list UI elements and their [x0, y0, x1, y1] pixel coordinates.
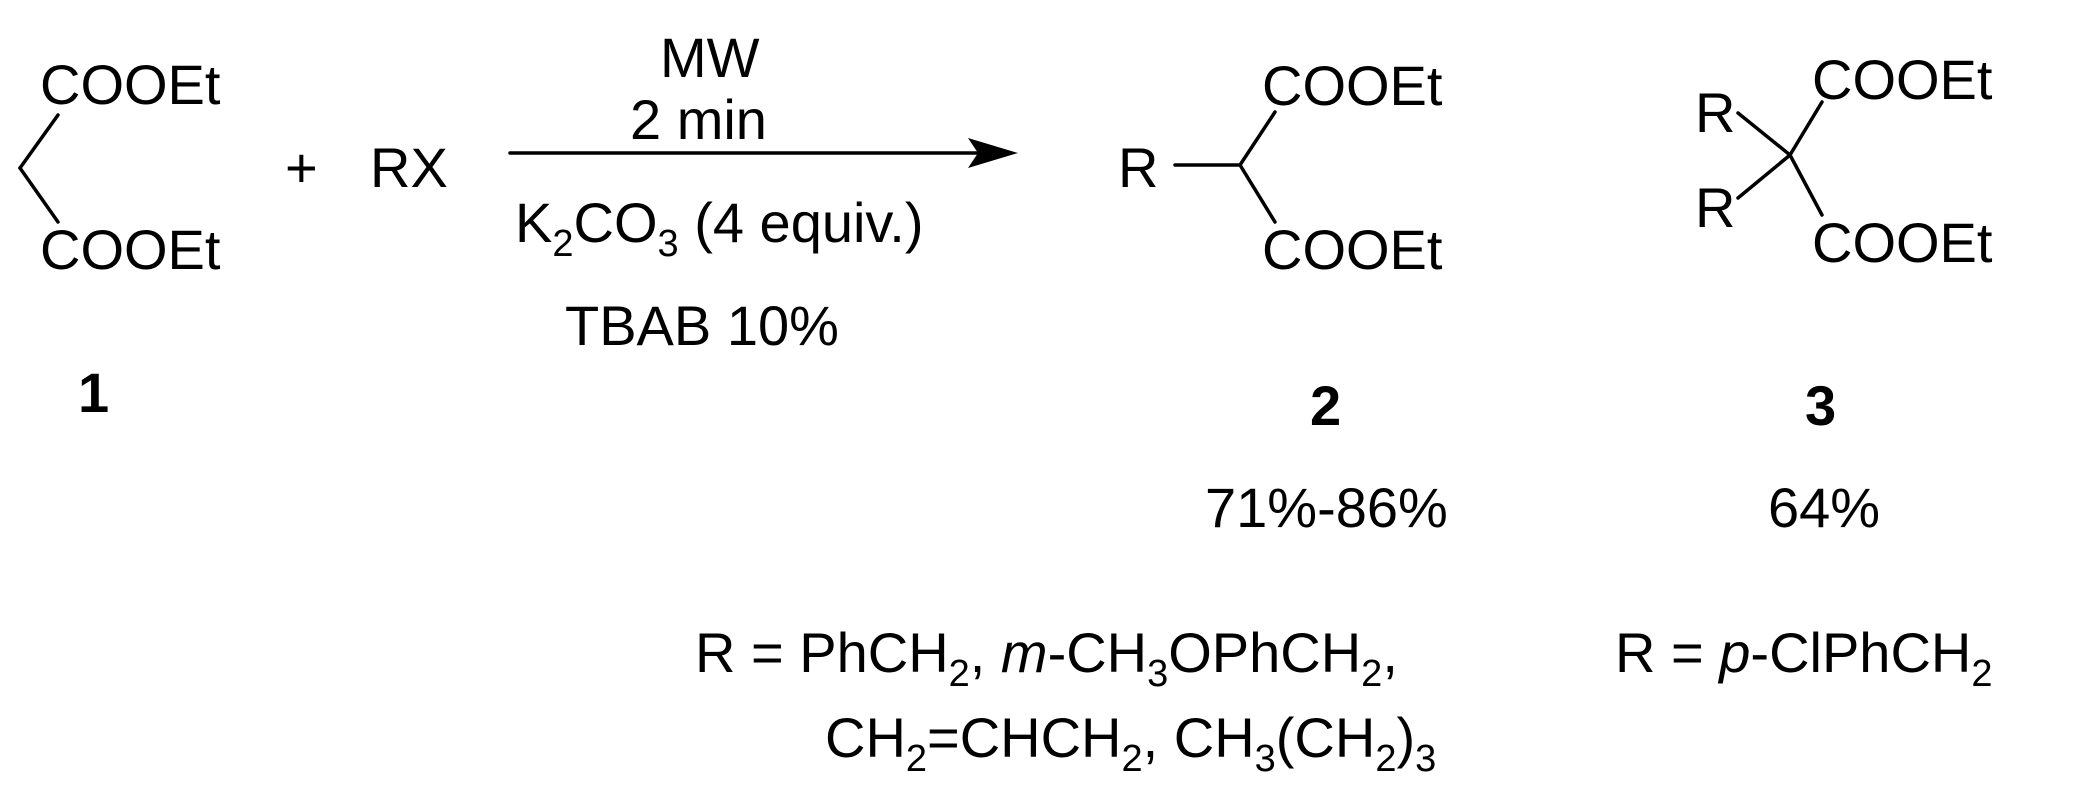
compound-3-top-ester: COOEt	[1812, 48, 1993, 111]
compound-2-r-definition-line-2: CH2=CHCH2, CH3(CH2)3	[825, 706, 1437, 780]
plus-sign: +	[285, 136, 318, 199]
bond-3-r-top	[1736, 111, 1792, 157]
condition-mw: MW	[660, 26, 760, 89]
reagent-rx: RX	[370, 136, 448, 199]
bond-3-lower	[1788, 153, 1824, 217]
compound-2-top-ester: COOEt	[1262, 54, 1443, 117]
bond-2-lower	[1238, 163, 1277, 224]
compound-2-bottom-ester: COOEt	[1262, 218, 1443, 281]
condition-base: K2CO3 (4 equiv.)	[515, 191, 924, 265]
bond-1-upper	[18, 113, 60, 170]
compound-3-yield: 64%	[1768, 476, 1881, 539]
bond-2-upper	[1238, 110, 1277, 167]
compound-2-r: R	[1118, 136, 1159, 199]
bond-1-lower	[18, 166, 60, 224]
compound-3-bottom-ester: COOEt	[1812, 211, 1993, 274]
compound-3-r-top: R	[1695, 81, 1736, 144]
condition-time: 2 min	[630, 88, 767, 151]
compound-3-label: 3	[1805, 374, 1837, 437]
compound-2-label: 2	[1310, 374, 1342, 437]
compound-3-r-definition: R = p-ClPhCH2	[1615, 621, 1993, 695]
bond-3-r-bottom	[1736, 153, 1792, 200]
condition-catalyst: TBAB 10%	[565, 294, 839, 357]
compound-1-top-ester: COOEt	[40, 53, 221, 116]
compound-3-r-bottom: R	[1695, 176, 1736, 239]
compound-2-yield: 71%-86%	[1205, 476, 1448, 539]
bond-3-upper	[1788, 100, 1824, 157]
compound-2-r-definition-line-1: R = PhCH2, m-CH3OPhCH2,	[695, 621, 1398, 695]
compound-1-bottom-ester: COOEt	[40, 218, 221, 281]
reaction-arrow-head	[968, 138, 1018, 168]
compound-1-label: 1	[78, 361, 110, 424]
